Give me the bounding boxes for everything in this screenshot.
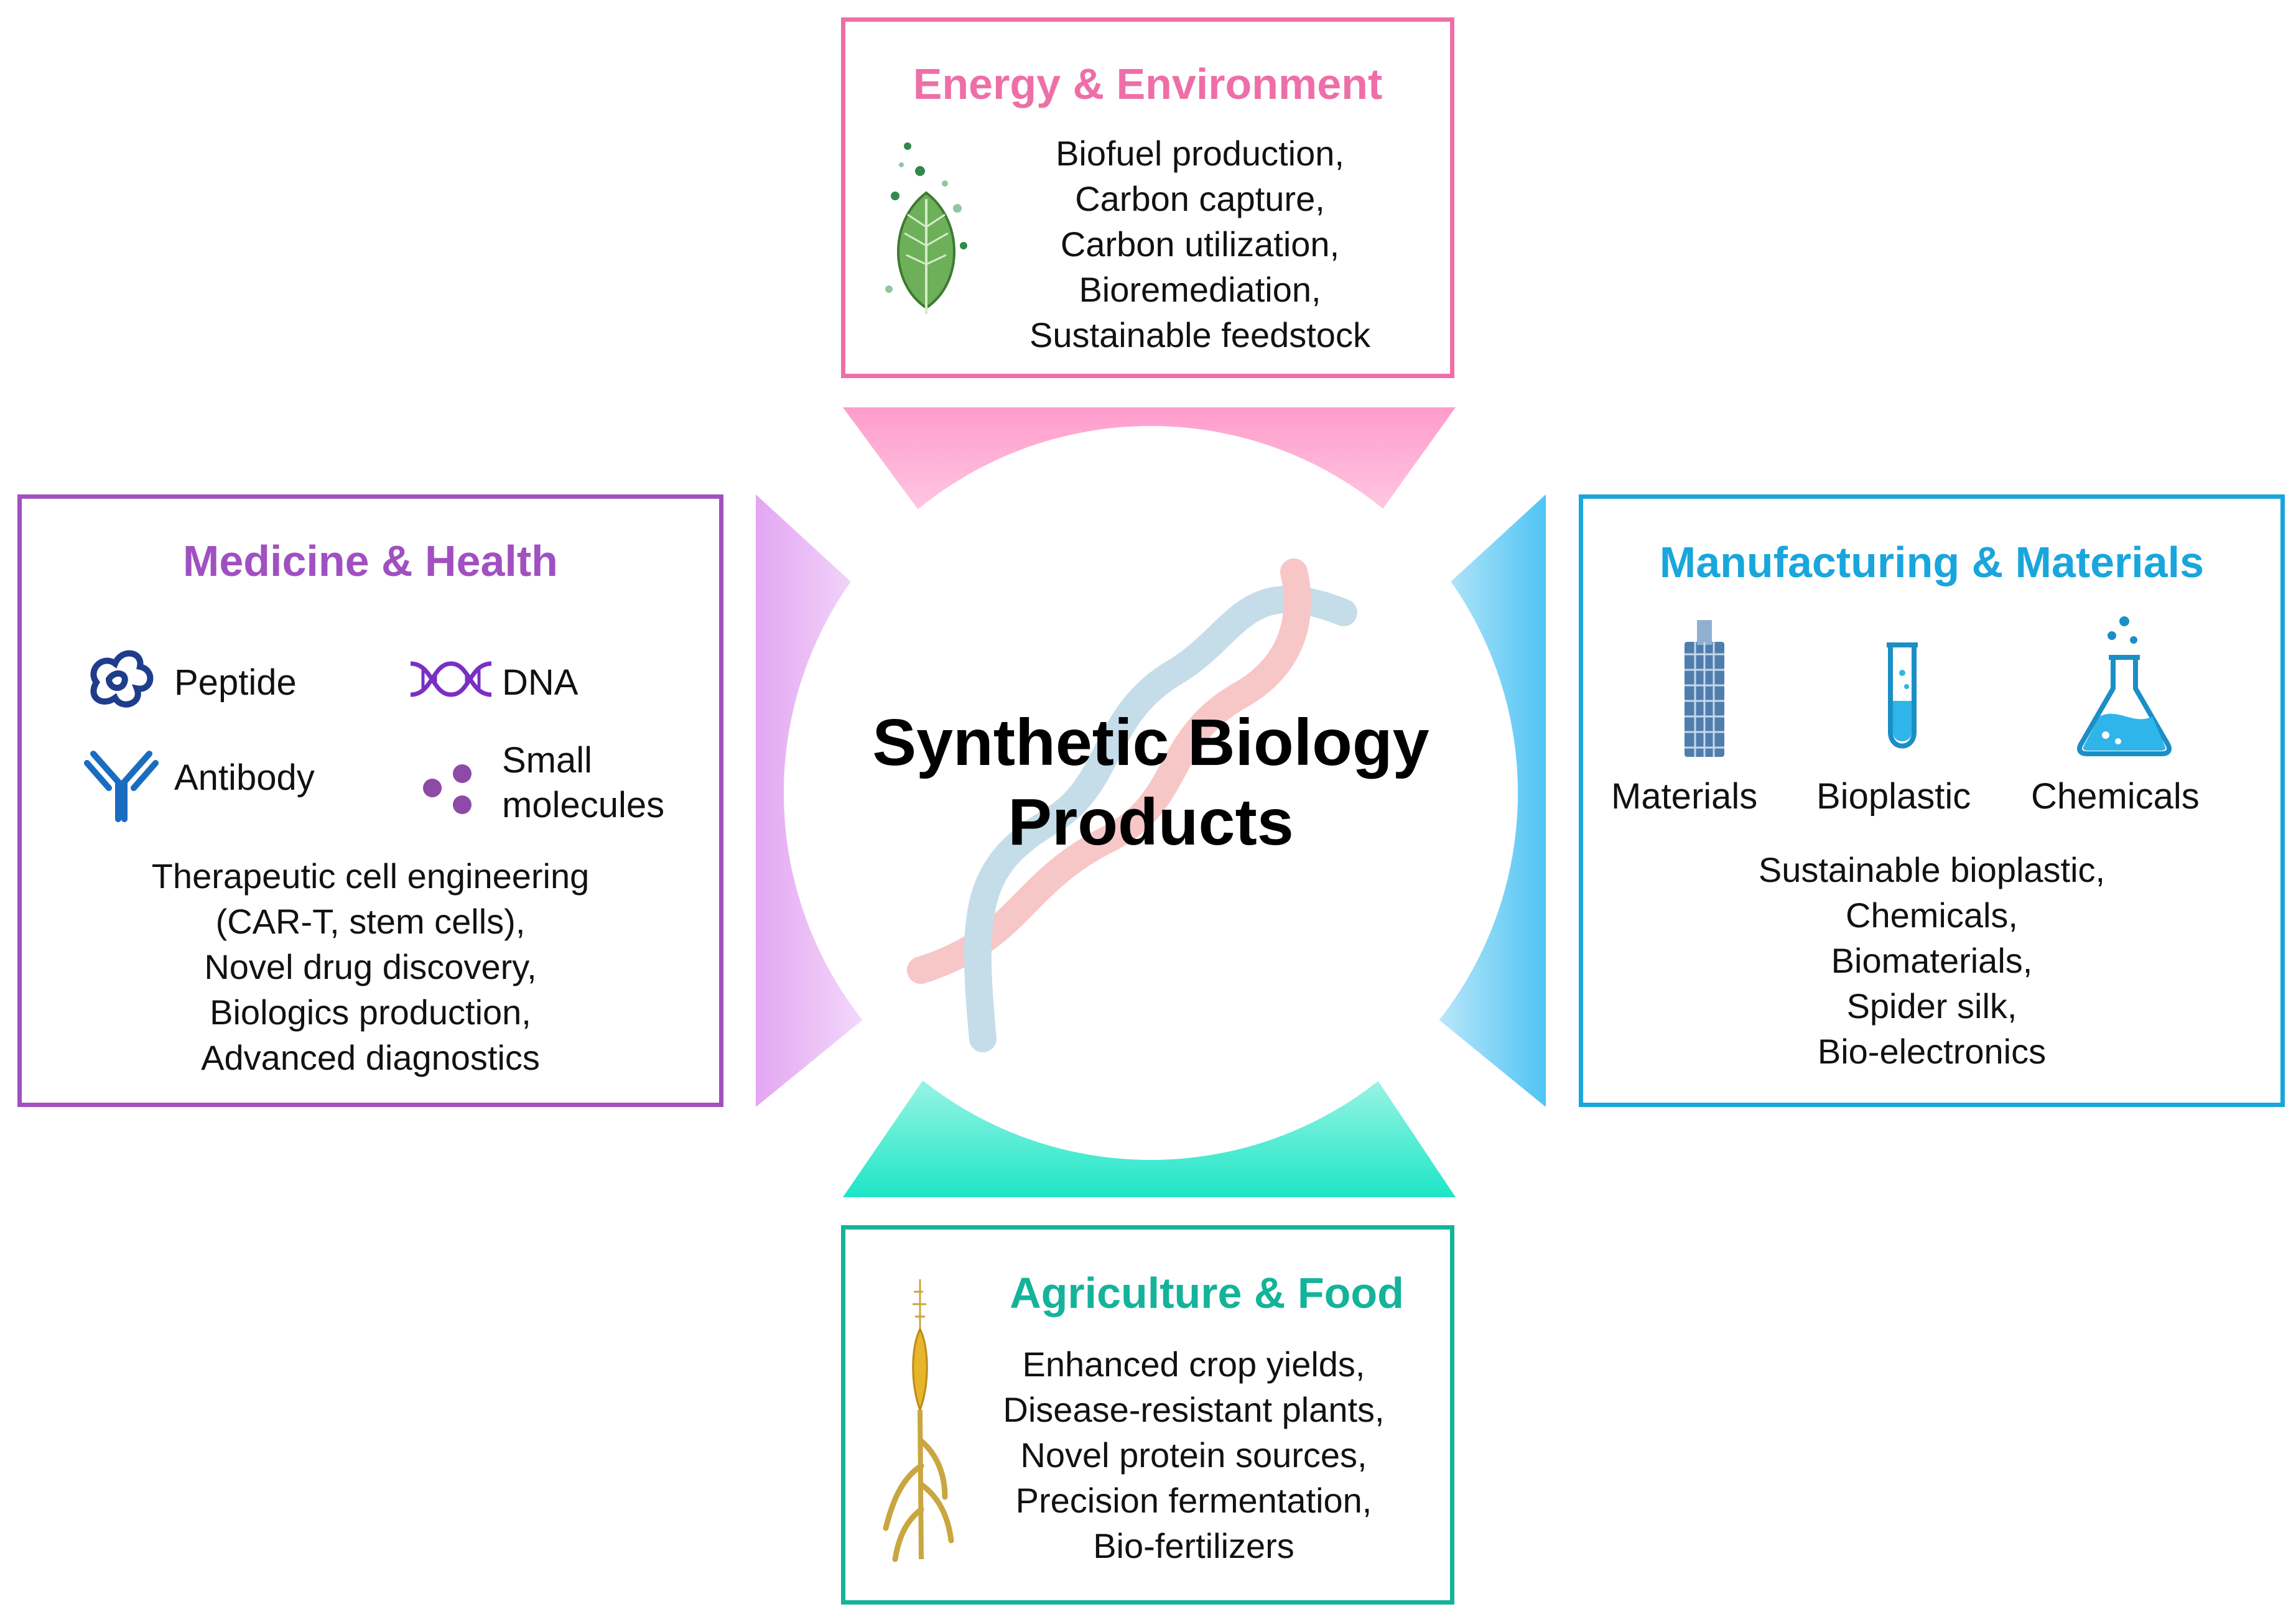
energy-item: Bioremediation,: [1079, 270, 1321, 309]
dna-icon: [410, 661, 492, 697]
chemicals-label: Chemicals: [2031, 776, 2200, 817]
medicine-item: Novel drug discovery,: [204, 947, 537, 986]
energy-items: Biofuel production, Carbon capture, Carb…: [982, 131, 1418, 358]
wheat-icon: [883, 1279, 954, 1562]
medicine-item: Biologics production,: [210, 993, 531, 1032]
materials-label: Materials: [1611, 776, 1758, 817]
agriculture-item: Precision fermentation,: [1015, 1481, 1372, 1520]
medicine-items: Therapeutic cell engineering (CAR-T, ste…: [22, 853, 719, 1080]
bioplastic-label: Bioplastic: [1816, 776, 1971, 817]
energy-item: Carbon utilization,: [1060, 225, 1340, 264]
agriculture-food-box: Agriculture & Food Enhanced crop yields,…: [841, 1225, 1454, 1605]
medicine-title: Medicine & Health: [183, 537, 558, 585]
flask-icon: [2077, 616, 2172, 756]
agriculture-item: Disease-resistant plants,: [1003, 1390, 1385, 1429]
energy-title: Energy & Environment: [913, 60, 1383, 108]
nanotube-icon: [1685, 620, 1724, 757]
agriculture-item: Enhanced crop yields,: [1022, 1345, 1365, 1384]
center-title-line1: Synthetic Biology: [872, 706, 1429, 779]
manufacturing-item: Chemicals,: [1846, 896, 2018, 935]
leaf-icon: [885, 142, 967, 314]
dna-label: DNA: [502, 662, 579, 703]
energy-item: Biofuel production,: [1056, 134, 1344, 173]
agriculture-items: Enhanced crop yields, Disease-resistant …: [951, 1341, 1436, 1568]
medicine-item: Therapeutic cell engineering: [151, 856, 590, 896]
small-molecules-icon: [423, 764, 472, 814]
peptide-label: Peptide: [174, 662, 297, 703]
medicine-health-box: Medicine & Health Peptide DNA Antibody S…: [17, 494, 723, 1107]
manufacturing-items: Sustainable bioplastic, Chemicals, Bioma…: [1583, 847, 2280, 1074]
energy-environment-box: Energy & Environment Biofuel production,…: [841, 17, 1454, 378]
antibody-label: Antibody: [174, 758, 315, 798]
agriculture-item: Novel protein sources,: [1020, 1435, 1367, 1475]
energy-item: Sustainable feedstock: [1029, 315, 1370, 354]
antibody-icon: [84, 751, 159, 822]
agriculture-title: Agriculture & Food: [1010, 1269, 1404, 1317]
small-molecules-label: Small molecules: [502, 738, 664, 828]
peptide-icon: [90, 650, 154, 708]
small-molecules-label-line1: Small: [502, 740, 593, 781]
center-title-line2: Products: [1008, 785, 1294, 859]
dna-helix-icon: [907, 558, 1357, 1052]
manufacturing-item: Sustainable bioplastic,: [1758, 850, 2106, 889]
manufacturing-materials-box: Manufacturing & Materials Materials Biop…: [1579, 494, 2285, 1107]
agriculture-item: Bio-fertilizers: [1093, 1526, 1294, 1565]
manufacturing-item: Bio-electronics: [1817, 1032, 2047, 1071]
small-molecules-label-line2: molecules: [502, 785, 665, 825]
medicine-item: Advanced diagnostics: [201, 1038, 540, 1077]
manufacturing-item: Spider silk,: [1846, 986, 2017, 1026]
test-tube-icon: [1887, 642, 1918, 749]
manufacturing-item: Biomaterials,: [1831, 941, 2033, 980]
manufacturing-title: Manufacturing & Materials: [1659, 538, 2205, 586]
center-title: Synthetic Biology Products: [858, 703, 1443, 862]
medicine-item: (CAR-T, stem cells),: [215, 902, 526, 941]
energy-item: Carbon capture,: [1075, 179, 1325, 218]
